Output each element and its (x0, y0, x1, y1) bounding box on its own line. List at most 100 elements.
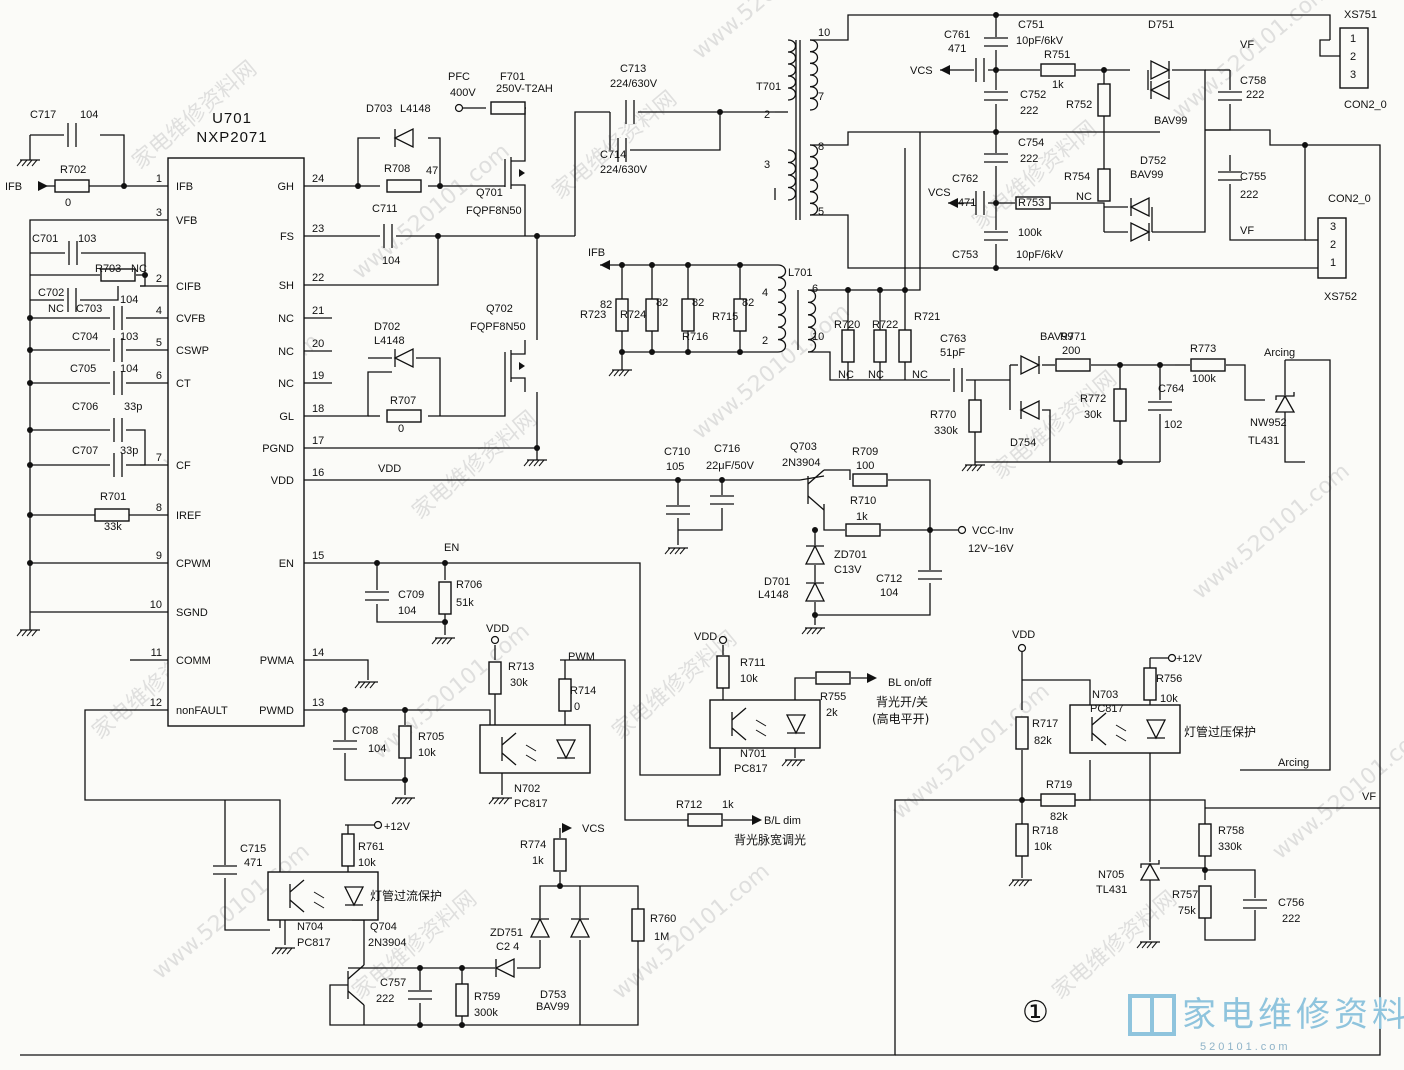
wire (1204, 910, 1256, 941)
r714-resistor (558, 678, 572, 712)
d702-diode-icon (393, 347, 414, 369)
junction-dot (1157, 362, 1163, 368)
label-zd751: ZD751 (490, 927, 523, 939)
label-c753v: 10pF/6kV (1016, 249, 1064, 261)
cap-gap (113, 453, 123, 477)
label-vdd2: VDD (486, 623, 509, 635)
label-c755: C755 (1240, 171, 1266, 183)
label-c758: C758 (1240, 75, 1266, 87)
r701-resistor (94, 508, 130, 522)
ground-hatch (781, 759, 788, 767)
label-c711v: 104 (382, 255, 400, 267)
ground-hatch (1018, 879, 1025, 887)
label-d702: D702 (374, 321, 400, 333)
label-r751: R751 (1044, 49, 1070, 61)
q702-mosfet-icon (504, 340, 526, 392)
label-r754: R754 (1064, 171, 1090, 183)
cap-gap (113, 306, 123, 330)
wire (808, 132, 921, 291)
label-c703: C703 (76, 303, 102, 315)
diode-body (1019, 399, 1040, 421)
cap-gap (984, 91, 1008, 101)
pin-name: PWMD (259, 705, 294, 717)
pin-number: 11 (151, 647, 162, 659)
cap-gap (1243, 899, 1267, 909)
ground-hatch (359, 681, 366, 689)
watermark-text: 家电维修资料网 (988, 366, 1122, 484)
diode-body (1129, 196, 1150, 218)
label-bav99a: BAV99 (1040, 331, 1073, 343)
label-c702v: NC (48, 303, 64, 315)
drain (511, 340, 526, 355)
cap-gap (213, 865, 237, 875)
ground-icon (1008, 879, 1032, 887)
wire (1042, 409, 1051, 462)
n701-optocoupler (709, 699, 821, 749)
label-xs751p3: 3 (1350, 69, 1356, 81)
q703-transistor-icon (807, 469, 825, 511)
pin-number: 14 (312, 647, 324, 659)
label-c711: C711 (372, 203, 397, 215)
coil-winding (807, 289, 817, 353)
label-c756v: 222 (1282, 913, 1300, 925)
ground-icon (488, 797, 512, 805)
ground-hatch (31, 629, 38, 637)
c708-capacitor (333, 740, 357, 750)
wire (428, 137, 441, 186)
ground-hatch (271, 947, 278, 955)
label-r706: R706 (456, 579, 482, 591)
wire (332, 371, 392, 417)
opto-body (1069, 704, 1181, 754)
label-c708: C708 (352, 725, 378, 737)
label-t-p8: 8 (818, 141, 824, 153)
label-r774v: 1k (532, 855, 544, 867)
r761-resistor (341, 833, 355, 867)
label-ocp-cn: 灯管过流保护 (370, 888, 442, 903)
wire (80, 286, 119, 301)
c751-capacitor (984, 37, 1008, 47)
label-r702v: 0 (65, 197, 71, 209)
ground-hatch (431, 637, 438, 645)
ground-hatch (31, 159, 38, 167)
ground-icon (801, 627, 825, 635)
cap-gap (67, 123, 77, 147)
site-logo: ① 家电维修资料网 520101.com (1022, 994, 1404, 1053)
label-d701: D701 (764, 576, 790, 588)
r708-resistor (386, 179, 422, 193)
pin-name: NC (278, 346, 294, 358)
ground-icon (608, 369, 632, 377)
junction-dot (27, 512, 33, 518)
t701-sec-top (809, 39, 819, 111)
label-c706: C706 (72, 401, 98, 413)
ground-icon (16, 629, 40, 637)
label-r761: R761 (358, 841, 384, 853)
ground-hatch (503, 797, 510, 805)
pin-name: COMM (176, 655, 211, 667)
label-r770: R770 (930, 409, 956, 421)
ground-hatch (21, 159, 28, 167)
t701-primary-top (787, 39, 797, 101)
label-n705v: TL431 (1096, 884, 1127, 896)
c715-capacitor (213, 865, 237, 875)
wire (1205, 104, 1231, 131)
ground-hatch (1136, 941, 1143, 949)
opto-light (755, 729, 767, 737)
wire (332, 236, 439, 286)
terminal-icon (454, 103, 464, 113)
c705-capacitor (113, 371, 123, 395)
label-r760v: 1M (654, 931, 669, 943)
label-zd701: ZD701 (834, 549, 867, 561)
ground-hatch (1008, 879, 1015, 887)
arrow-icon (948, 198, 958, 208)
r755-resistor (815, 671, 851, 685)
label-c710: C710 (664, 446, 690, 458)
label-xs752p1: 1 (1330, 257, 1336, 269)
label-r758v: 330k (1218, 841, 1242, 853)
ground-icon (664, 547, 688, 555)
label-c751: C751 (1018, 19, 1044, 31)
wire (794, 677, 815, 700)
t701-primary-bot (787, 149, 797, 201)
pin-number: 13 (312, 697, 324, 709)
label-vcc: VCC-Inv (972, 525, 1014, 537)
c753-capacitor (984, 231, 1008, 241)
